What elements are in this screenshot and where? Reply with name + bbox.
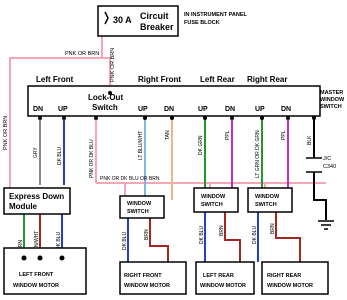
label-pnk-or-brn-side: PNK OR BRN xyxy=(3,116,9,150)
label-brn-lr: BRN xyxy=(219,225,225,236)
label-ppl-rr: PPL xyxy=(281,130,287,140)
switch-rf-label-1: WINDOW xyxy=(127,201,152,207)
switch-rr-label-1: WINDOW xyxy=(255,194,280,200)
label-dk-blu-lf: DK BLU xyxy=(57,147,63,165)
label-dk-grn: DK GRN xyxy=(198,135,204,155)
terminal-dots xyxy=(38,91,316,120)
breaker-note-1: IN INSTRUMENT PANEL xyxy=(184,12,247,18)
motor-lf-label-2: WINDOW MOTOR xyxy=(13,283,59,289)
label-dk-blu-rf: DK BLU xyxy=(122,232,128,250)
fuse-icon xyxy=(104,11,109,25)
label-dk-blu-lr: DK BLU xyxy=(199,226,205,244)
terminal-lr-up: UP xyxy=(198,106,208,113)
master-subtitle: Switch xyxy=(92,103,118,112)
breaker-title-2: Breaker xyxy=(140,22,174,32)
wire-power-feed xyxy=(101,35,111,95)
wire-pnk-or-brn-left xyxy=(9,57,102,190)
label-brn-wht: BRN/WHT xyxy=(34,231,40,254)
motor-right-rear: RIGHT REAR WINDOW MOTOR xyxy=(261,261,329,295)
label-dk-blu-rr: DK BLU xyxy=(252,226,258,244)
header-right-rear: Right Rear xyxy=(247,75,287,84)
motor-rf-label-2: WINDOW MOTOR xyxy=(124,283,170,289)
motor-left-front: LEFT FRONT WINDOW MOTOR xyxy=(3,247,87,295)
connector-label-2: C340 xyxy=(323,164,336,170)
label-lt-blu-wht: LT BLU/WHT xyxy=(138,131,144,160)
motor-rf-label-1: RIGHT FRONT xyxy=(124,273,162,279)
master-title: Lock-Out xyxy=(88,93,123,102)
label-ppl-lr: PPL xyxy=(225,130,231,140)
label-lt-grn-or-dk-grn: LT GRN OR DK GRN xyxy=(255,130,261,178)
label-brn-rr: BRN xyxy=(270,223,276,234)
terminal-lf-up: UP xyxy=(58,106,68,113)
motor-left-rear: LEFT REAR WINDOW MOTOR xyxy=(195,261,255,295)
label-blk: BLK xyxy=(307,135,313,145)
breaker-rating: 30 A xyxy=(113,15,132,25)
motor-right-front: RIGHT FRONT WINDOW MOTOR xyxy=(119,261,187,295)
master-label-3: SWITCH xyxy=(320,104,342,110)
switch-rr-label-2: SWITCH xyxy=(255,202,277,208)
switch-lr-label-1: WINDOW xyxy=(201,194,226,200)
ground-icon xyxy=(318,220,334,230)
terminal-rf-dn: DN xyxy=(164,106,174,113)
window-switch-rf: WINDOW SWITCH xyxy=(119,195,165,219)
label-pnk-or-brn-top: PNK OR BRN xyxy=(65,51,99,57)
window-switch-rr: WINDOW SWITCH xyxy=(247,187,293,213)
label-pnk-or-dk-blu-or-brn: PNK OR DK BLU OR BRN xyxy=(100,176,160,182)
connector-label-1: J/C xyxy=(323,156,331,162)
label-pnk-or-dk-blu: PNK OR DK BLU xyxy=(89,139,95,178)
circuit-breaker: 30 A Circuit Breaker IN INSTRUMENT PANEL… xyxy=(97,5,247,37)
switch-rf-label-2: SWITCH xyxy=(127,209,149,215)
wires xyxy=(9,35,327,262)
terminal-rr-dn: DN xyxy=(281,106,291,113)
master-label-1: MASTER xyxy=(320,90,343,96)
terminal-rf-up: UP xyxy=(138,106,148,113)
motor-rr-label-2: WINDOW MOTOR xyxy=(267,283,313,289)
header-left-front: Left Front xyxy=(36,75,74,84)
terminal-rr-up: UP xyxy=(255,106,265,113)
master-window-switch: Lock-Out Switch MASTER WINDOW SWITCH DN … xyxy=(27,85,345,117)
window-switch-lr: WINDOW SWITCH xyxy=(193,187,239,213)
motor-lr-label-1: LEFT REAR xyxy=(203,273,234,279)
terminal-lf-dn: DN xyxy=(33,106,43,113)
express-down-module: Express Down Module xyxy=(3,187,71,215)
motor-lr-label-2: WINDOW MOTOR xyxy=(200,283,246,289)
label-tan: TAN xyxy=(165,130,171,140)
express-title-2: Module xyxy=(9,202,38,211)
label-gry: GRY xyxy=(33,147,39,158)
breaker-title-1: Circuit xyxy=(140,11,169,21)
label-dk-blu-lf-motor: DK BLU xyxy=(56,232,62,250)
breaker-note-2: FUSE BLOCK xyxy=(184,20,220,26)
header-left-rear: Left Rear xyxy=(200,75,235,84)
motor-lf-label-1: LEFT FRONT xyxy=(19,272,54,278)
switch-lr-label-2: SWITCH xyxy=(201,202,223,208)
master-label-2: WINDOW xyxy=(320,97,345,103)
terminal-lr-dn: DN xyxy=(225,106,235,113)
label-pnk-or-brn-feed: PNK OR BRN xyxy=(110,48,116,82)
connector-c340: J/C C340 xyxy=(306,156,336,173)
header-right-front: Right Front xyxy=(138,75,181,84)
motor-rr-label-1: RIGHT REAR xyxy=(267,273,301,279)
label-brn-rf: BRN xyxy=(144,229,150,240)
express-title-1: Express Down xyxy=(9,192,64,201)
